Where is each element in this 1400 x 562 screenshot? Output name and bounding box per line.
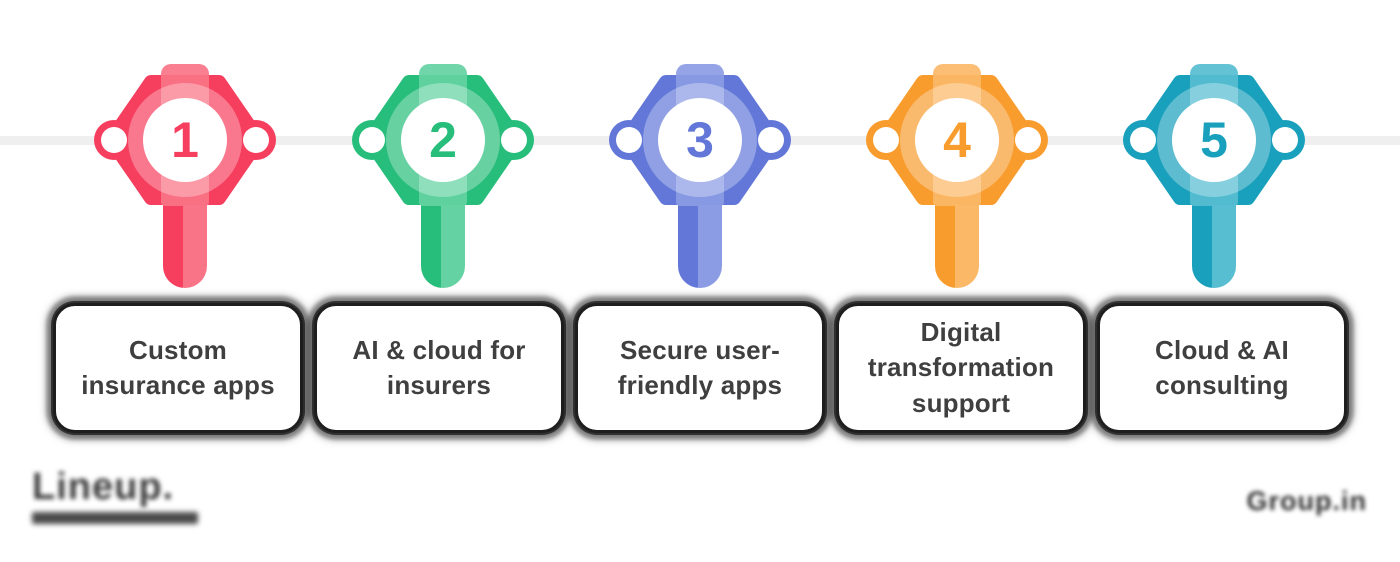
timeline-node-dot <box>101 127 127 153</box>
step-number: 4 <box>943 112 971 168</box>
card-cloud-ai-consulting: Cloud & AI consulting <box>1097 303 1347 433</box>
step-number-badge: 3 <box>658 98 742 182</box>
timeline-node-dot <box>501 127 527 153</box>
cards-row: Custom insurance apps AI & cloud for ins… <box>53 303 1347 433</box>
card-label: Secure user- friendly apps <box>618 333 782 403</box>
card-label-line: insurance apps <box>81 370 275 400</box>
timeline-node-dot <box>873 127 899 153</box>
watermark-right: Group.in <box>1246 486 1367 516</box>
step-number: 2 <box>429 112 457 168</box>
card-label-line: consulting <box>1155 370 1289 400</box>
step-number-badge: 5 <box>1172 98 1256 182</box>
watermark-logo-text: Lineup. <box>32 466 175 508</box>
milestone-3: 3 <box>609 58 791 294</box>
step-number-badge: 4 <box>915 98 999 182</box>
milestone-2: 2 <box>352 58 534 294</box>
step-number-badge: 1 <box>143 98 227 182</box>
card-label-line: transformation <box>867 352 1055 383</box>
card-label-line: Custom <box>129 334 227 365</box>
card-label-line: AI & cloud for <box>352 334 526 365</box>
card-digital-transformation-support: Digital transformation support <box>836 303 1086 433</box>
timeline-node-dot <box>243 127 269 153</box>
card-custom-insurance-apps: Custom insurance apps <box>53 303 303 433</box>
timeline-node-dot <box>1015 127 1041 153</box>
step-number: 1 <box>171 112 199 168</box>
card-label: Cloud & AI consulting <box>1155 333 1289 403</box>
card-secure-user-friendly-apps: Secure user- friendly apps <box>575 303 825 433</box>
timeline-node-dot <box>616 127 642 153</box>
card-label-line: support <box>911 387 1011 418</box>
card-label: Custom insurance apps <box>81 333 275 403</box>
watermark-logo-left: Lineup. <box>32 466 198 524</box>
card-label-line: Cloud & AI <box>1155 334 1289 365</box>
milestone-5: 5 <box>1123 58 1305 294</box>
step-number-badge: 2 <box>401 98 485 182</box>
card-label-line: insurers <box>386 370 492 400</box>
card-label-line: Secure user- <box>620 334 780 365</box>
card-label-line: Digital <box>920 317 1002 348</box>
step-number: 5 <box>1200 112 1228 168</box>
watermark-logo-underline <box>32 512 198 524</box>
step-number: 3 <box>686 112 714 168</box>
timeline-node-dot <box>1130 127 1156 153</box>
card-label: AI & cloud for insurers <box>352 333 525 403</box>
timeline-node-dot <box>1272 127 1298 153</box>
card-label: Digital transformation support <box>868 315 1054 420</box>
timeline-node-dot <box>758 127 784 153</box>
milestone-4: 4 <box>866 58 1048 294</box>
milestone-1: 1 <box>94 58 276 294</box>
timeline-node-dot <box>359 127 385 153</box>
card-ai-cloud-for-insurers: AI & cloud for insurers <box>314 303 564 433</box>
card-label-line: friendly apps <box>617 370 783 400</box>
